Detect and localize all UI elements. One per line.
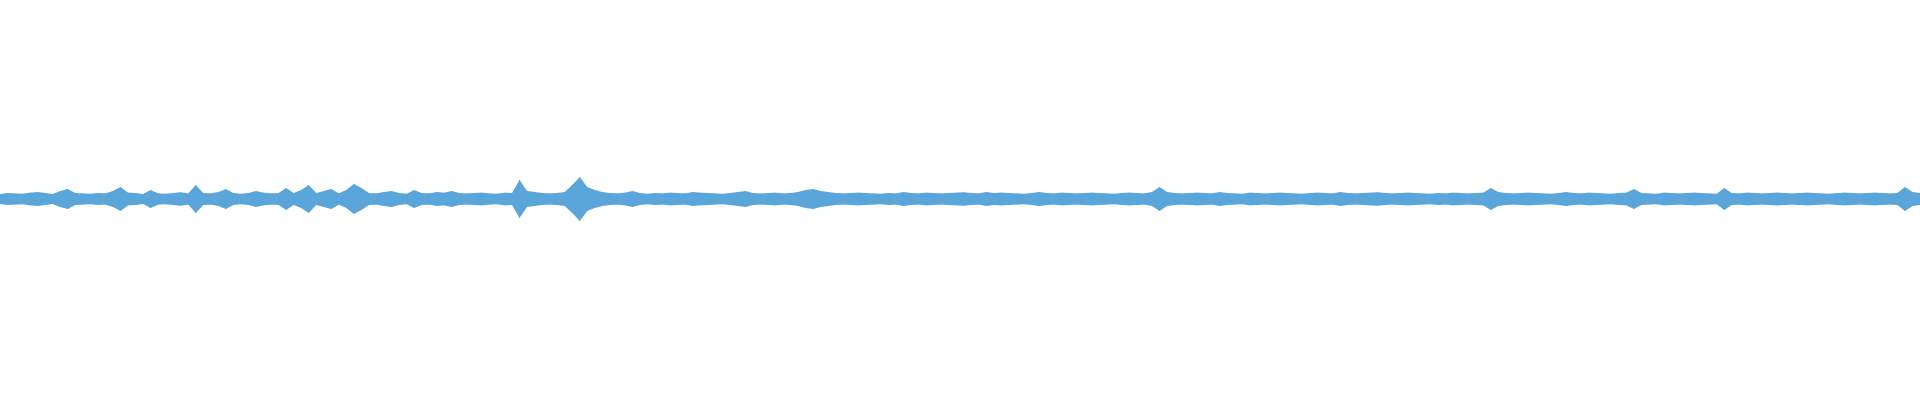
waveform-series (0, 177, 1920, 221)
